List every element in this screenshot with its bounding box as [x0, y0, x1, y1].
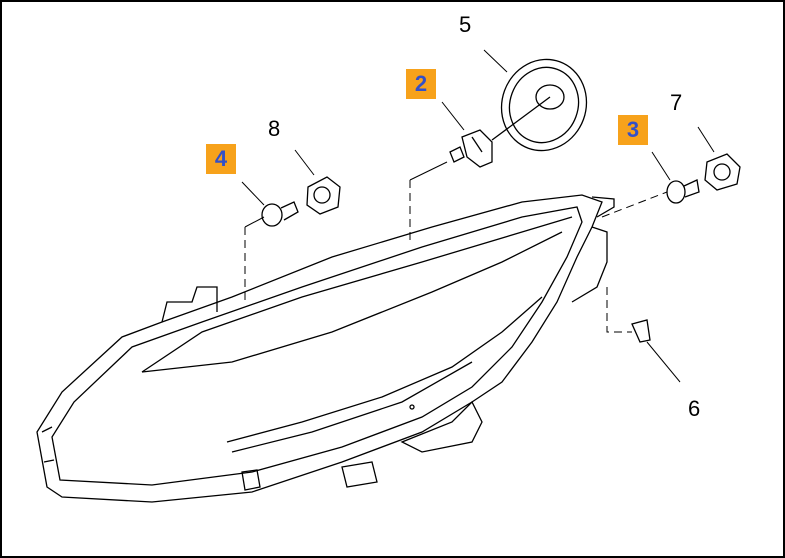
headlamp-cover-part: [491, 58, 588, 152]
headlamp-bulb-part: [449, 129, 493, 168]
callout-6: 6: [688, 396, 701, 421]
callout-5: 5: [459, 12, 472, 37]
callout-8: 8: [268, 116, 281, 141]
highlight-callout-4[interactable]: 4: [206, 144, 236, 174]
side-bulb-and-socket: [666, 153, 741, 204]
highlight-callout-2[interactable]: 2: [406, 69, 436, 99]
leader-lines: [241, 49, 715, 383]
callout-7: 7: [670, 90, 683, 115]
indicator-bulb-and-socket: [261, 176, 341, 227]
clip-part: [631, 319, 651, 343]
highlight-callout-3[interactable]: 3: [618, 115, 648, 145]
headlamp-housing: [36, 194, 615, 503]
